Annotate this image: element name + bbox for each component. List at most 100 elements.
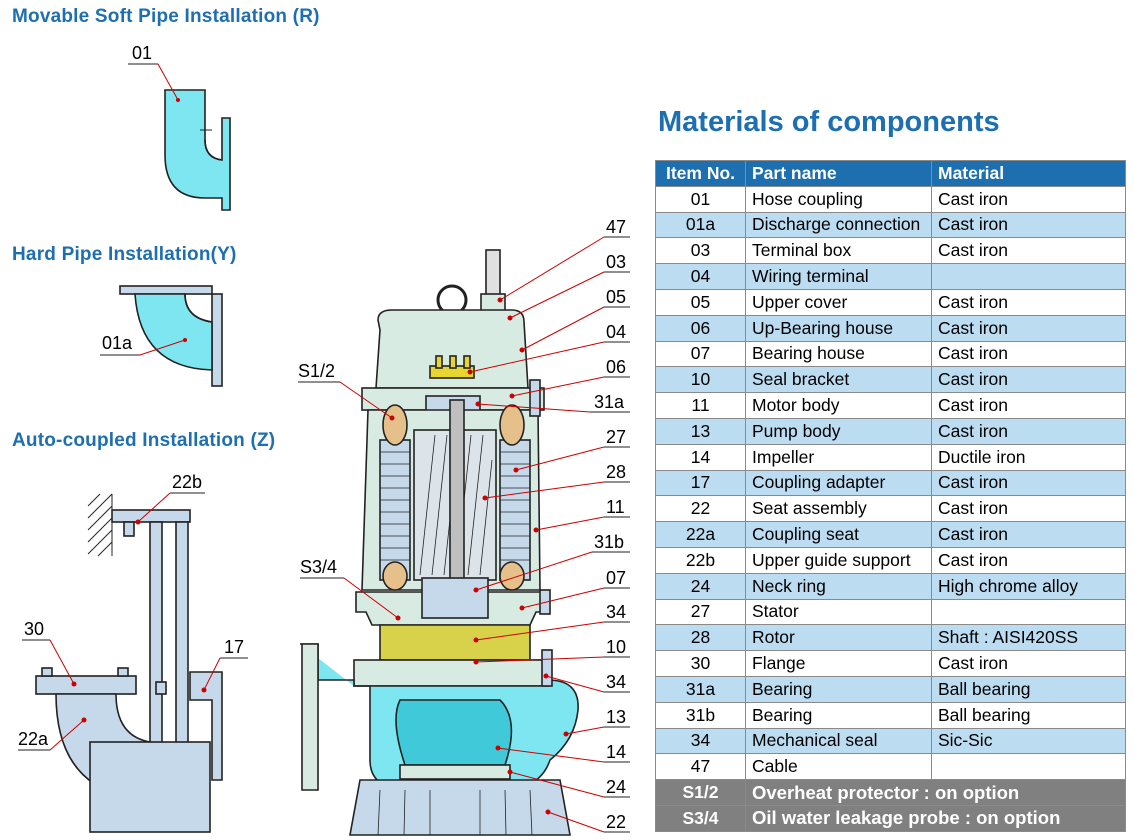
item-no: 03	[655, 237, 746, 265]
callout-S12: S1/2	[298, 361, 336, 381]
callout-30: 30	[24, 619, 45, 639]
material: Cast iron	[931, 314, 1126, 342]
auto-coupled-assembly	[35, 493, 223, 833]
part-name: Cable	[745, 753, 932, 781]
part-name: Seat assembly	[745, 495, 932, 523]
material: Cast iron	[931, 340, 1126, 368]
part-name: Bearing house	[745, 340, 932, 368]
callout-04: 04	[606, 322, 627, 342]
callout-06: 06	[606, 357, 627, 377]
material: Cast iron	[931, 185, 1126, 213]
option-code: S3/4	[655, 804, 746, 832]
part-name: Upper guide support	[745, 546, 932, 574]
item-no: 11	[655, 392, 746, 419]
part-name: Hose coupling	[745, 185, 932, 213]
part-name: Coupling adapter	[745, 469, 932, 497]
soft-pipe-heading: Movable Soft Pipe Installation (R)	[12, 6, 320, 27]
material: Ball bearing	[931, 675, 1126, 703]
item-no: 30	[655, 650, 746, 677]
item-no: 06	[655, 314, 746, 342]
item-no: 27	[655, 598, 746, 626]
part-name: Bearing	[745, 701, 932, 729]
item-no: 31a	[655, 675, 746, 703]
material: Ball bearing	[931, 701, 1126, 729]
part-name: Flange	[745, 650, 932, 677]
soft-pipe-elbow	[164, 89, 231, 211]
callout-S34: S3/4	[300, 557, 338, 577]
part-name: Upper cover	[745, 288, 932, 316]
material: Cast iron	[931, 392, 1126, 419]
callout-13: 13	[606, 707, 627, 727]
hard-pipe-elbow	[119, 285, 223, 387]
material	[931, 263, 1126, 290]
hard-pipe-heading: Hard Pipe Installation(Y)	[12, 244, 237, 265]
callout-34-lower: 34	[606, 672, 627, 692]
material: Cast iron	[931, 288, 1126, 316]
item-no: 47	[655, 753, 746, 781]
pump-cross-section	[300, 249, 579, 836]
option-code: S1/2	[655, 779, 746, 806]
part-name: Pump body	[745, 417, 932, 445]
item-no: 04	[655, 263, 746, 290]
part-name: Rotor	[745, 624, 932, 652]
callout-22: 22	[606, 812, 627, 832]
material: Cast iron	[931, 211, 1126, 239]
item-no: 10	[655, 366, 746, 394]
callout-34-upper: 34	[606, 602, 627, 622]
material: Cast iron	[931, 521, 1126, 548]
callout-31a: 31a	[594, 392, 625, 412]
option-text: Oil water leakage probe : on option	[745, 804, 1126, 832]
header-part-name: Part name	[745, 160, 932, 187]
callout-27: 27	[606, 427, 627, 447]
part-name: Stator	[745, 598, 932, 626]
callout-07: 07	[606, 568, 627, 588]
part-name: Motor body	[745, 392, 932, 419]
material: High chrome alloy	[931, 572, 1126, 600]
item-no: 34	[655, 727, 746, 755]
material: Ductile iron	[931, 443, 1126, 471]
table-header-row: Item No. Part name Material	[655, 160, 1126, 187]
item-no: 22b	[655, 546, 746, 574]
item-no: 22	[655, 495, 746, 523]
item-no: 28	[655, 624, 746, 652]
item-no: 07	[655, 340, 746, 368]
material: Cast iron	[931, 469, 1126, 497]
materials-title: Materials of components	[658, 106, 1000, 138]
material	[931, 753, 1126, 781]
part-name: Wiring terminal	[745, 263, 932, 290]
part-name: Discharge connection	[745, 211, 932, 239]
callout-22b: 22b	[172, 472, 203, 492]
material: Cast iron	[931, 546, 1126, 574]
material	[931, 598, 1126, 626]
callout-47: 47	[606, 217, 627, 237]
material: Cast iron	[931, 237, 1126, 265]
callout-14: 14	[606, 742, 627, 762]
material: Cast iron	[931, 417, 1126, 445]
material: Cast iron	[931, 495, 1126, 523]
option-text: Overheat protector : on option	[745, 779, 1126, 806]
item-no: 14	[655, 443, 746, 471]
